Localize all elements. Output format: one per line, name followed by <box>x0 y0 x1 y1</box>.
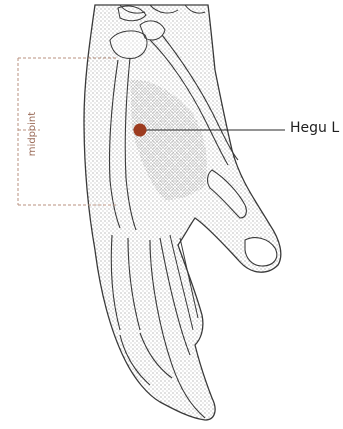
hegu-point <box>134 124 147 137</box>
hand-outline <box>84 5 281 420</box>
midpoint-label: midpoint <box>27 109 38 159</box>
hegu-label: Hegu L <box>290 120 339 136</box>
